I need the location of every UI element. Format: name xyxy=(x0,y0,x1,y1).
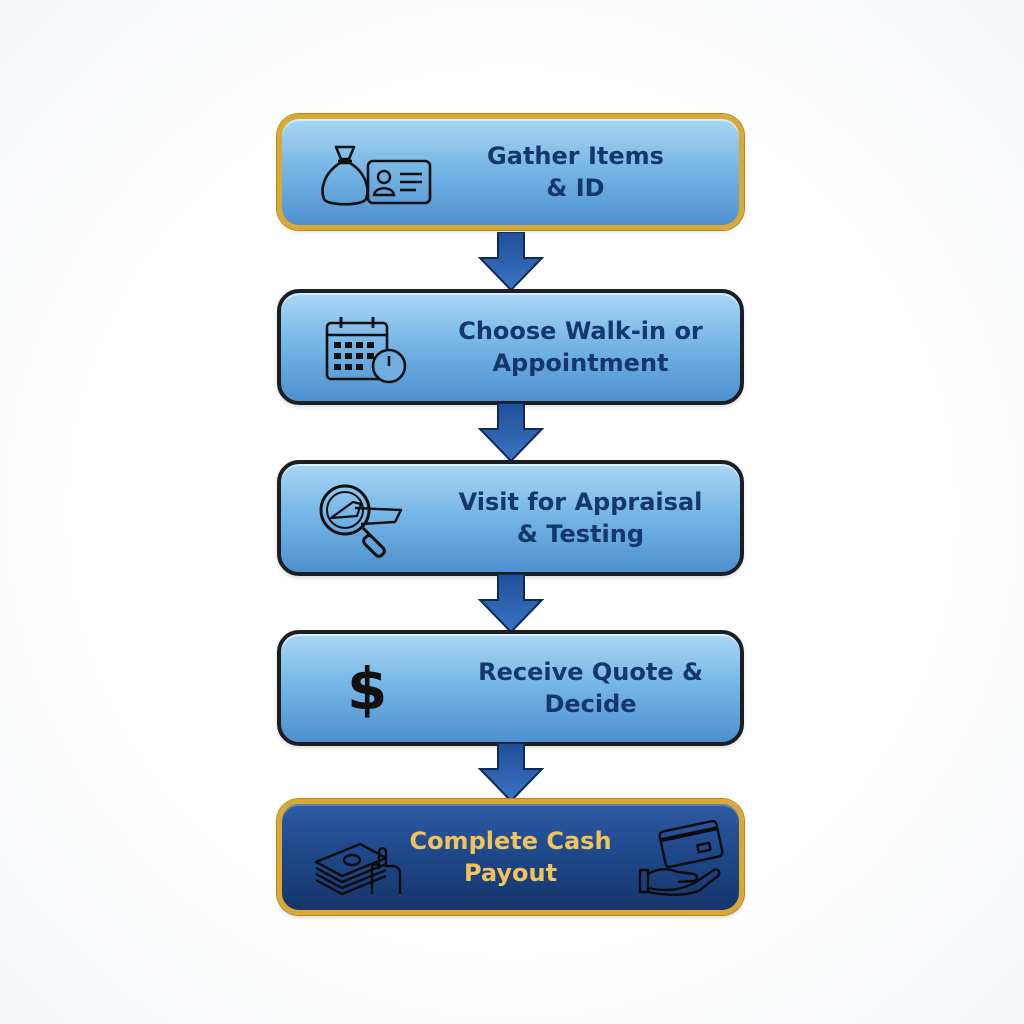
step-label: Gather Items & ID xyxy=(452,119,699,225)
step-label: Receive Quote & Decide xyxy=(451,634,730,742)
step-label-line1: Visit for Appraisal xyxy=(458,488,703,516)
magnifier-gold-icon xyxy=(319,484,403,558)
step-label-line2: Payout xyxy=(463,859,558,887)
calendar-clock-icon xyxy=(325,317,407,384)
step-label: Choose Walk-in or Appointment xyxy=(431,293,730,401)
card-hand-icon xyxy=(638,820,724,896)
step-receive-quote: $ Receive Quote & Decide xyxy=(277,630,744,746)
arrow-down-icon xyxy=(477,574,545,634)
arrow-down-icon xyxy=(477,232,545,292)
step-visit-appraisal: Visit for Appraisal & Testing xyxy=(277,460,744,576)
step-complete-payout: Complete Cash Payout xyxy=(277,799,744,915)
arrow-down-icon xyxy=(477,743,545,803)
step-label: Visit for Appraisal & Testing xyxy=(431,464,730,572)
id-card-icon xyxy=(366,159,432,205)
money-bag-icon xyxy=(321,145,369,206)
cash-hand-icon xyxy=(314,842,402,896)
arrow-down-icon xyxy=(477,403,545,463)
step-label-line1: Choose Walk-in or xyxy=(458,317,703,345)
step-label-line1: Receive Quote & xyxy=(478,658,703,686)
step-label-line2: Appointment xyxy=(492,349,669,377)
step-choose-walk-in: Choose Walk-in or Appointment xyxy=(277,289,744,405)
step-label-line2: & ID xyxy=(546,174,605,202)
step-label-line2: Decide xyxy=(544,690,637,718)
step-label-line1: Complete Cash xyxy=(409,827,612,855)
step-label-line1: Gather Items xyxy=(487,142,664,170)
step-label: Complete Cash Payout xyxy=(382,804,639,910)
step-gather-items: Gather Items & ID xyxy=(277,114,744,230)
dollar-icon: $ xyxy=(347,655,388,723)
step-label-line2: & Testing xyxy=(517,520,644,548)
